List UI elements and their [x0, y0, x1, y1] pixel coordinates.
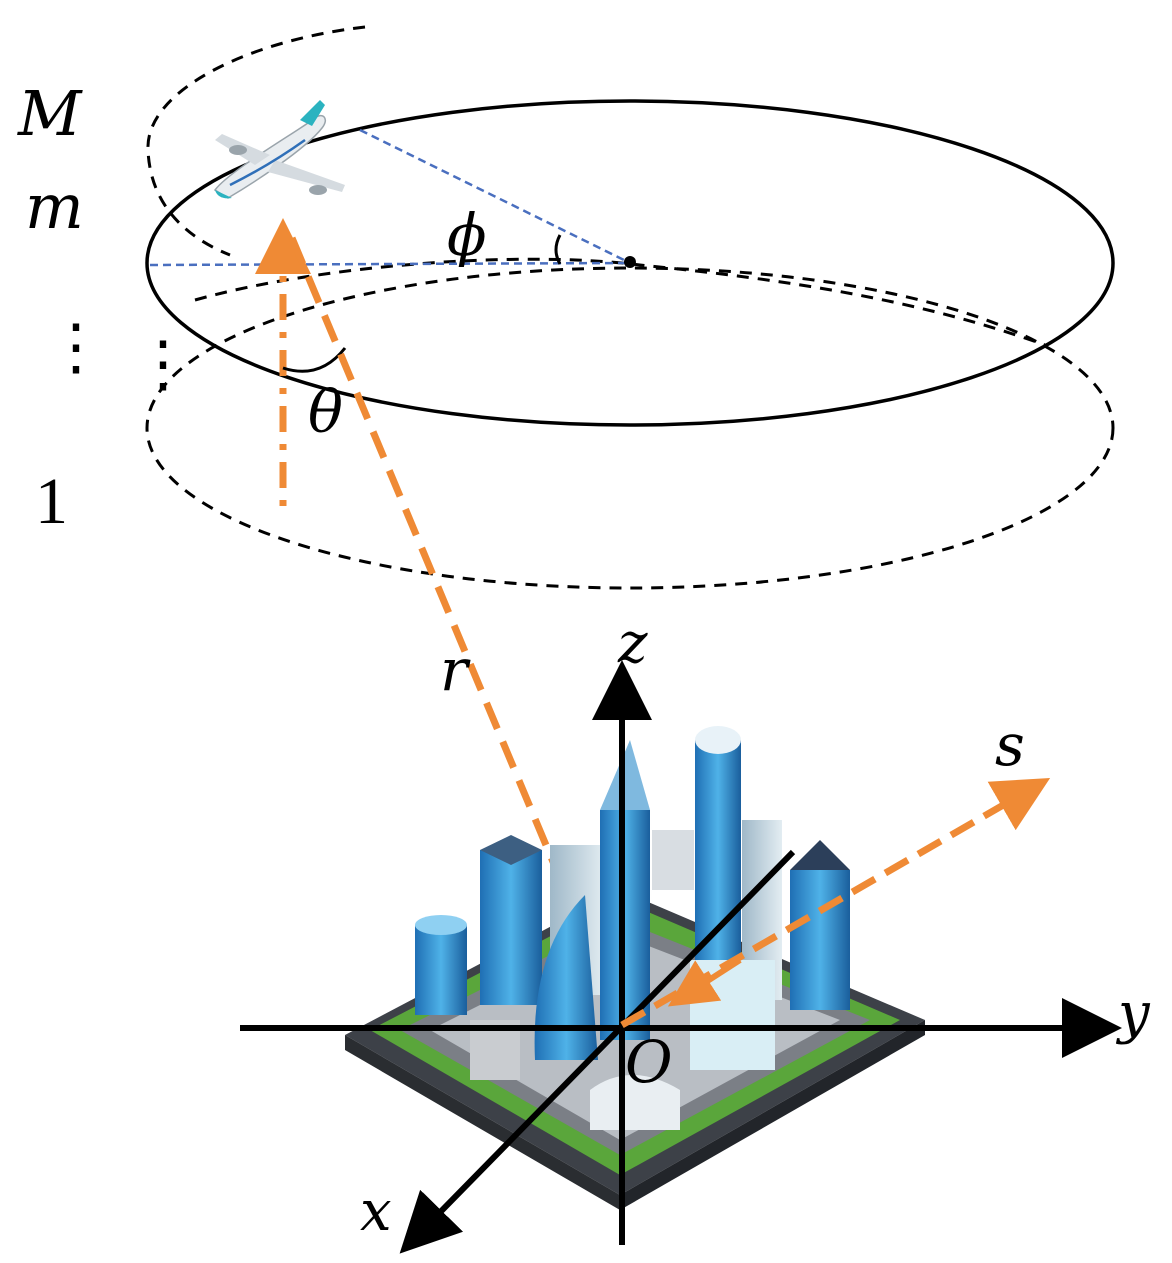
elevation-angle-arc — [282, 347, 347, 373]
direction-label: s — [995, 711, 1025, 779]
origin-label: O — [625, 1028, 673, 1096]
level-ellipsis-right: ⋮ — [132, 331, 194, 399]
orbit-ellipse-1 — [145, 266, 1115, 590]
azimuth-angle-arc — [554, 234, 562, 265]
level-label-top: M — [17, 77, 83, 150]
range-label: r — [440, 636, 471, 704]
elevation-angle-label: θ — [308, 378, 343, 446]
orbit-ellipse-m — [145, 99, 1115, 427]
azimuth-reference-line — [149, 261, 631, 267]
range-ray — [288, 236, 624, 1024]
x-axis — [399, 849, 796, 1254]
azimuth-aircraft-line — [359, 128, 631, 265]
projection-arrow — [667, 957, 742, 1007]
level-label-bottom: 1 — [35, 465, 68, 538]
orbit-center-dot — [624, 256, 636, 268]
orbit-ellipse-M — [146, 25, 366, 257]
airplane-icon — [213, 100, 345, 199]
azimuth-angle-label: ϕ — [447, 201, 487, 269]
city-icon — [345, 726, 925, 1210]
z-axis-label: z — [617, 611, 648, 676]
level-ellipsis-left: ⋮ — [45, 314, 107, 382]
orbit-ellipse-m-rear — [194, 257, 1046, 347]
x-axis-label: x — [360, 1179, 392, 1244]
level-label-current: m — [25, 170, 84, 243]
y-axis-label: y — [1115, 981, 1151, 1046]
